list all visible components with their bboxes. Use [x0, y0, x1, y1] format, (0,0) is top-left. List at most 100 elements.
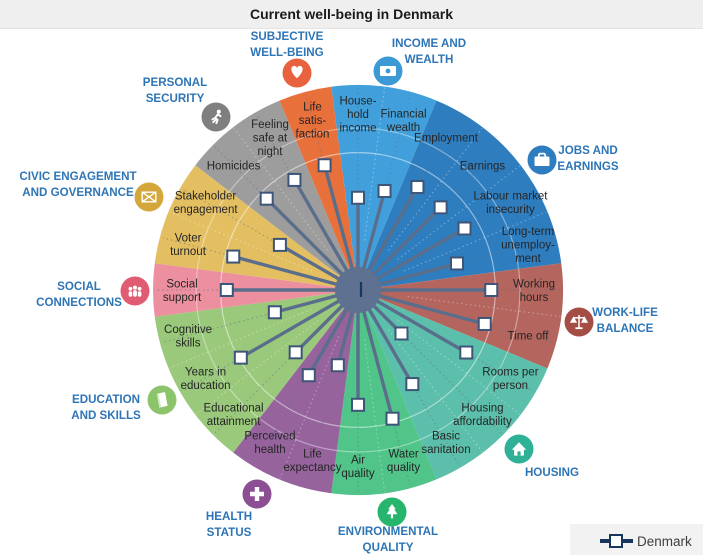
spoke-extension-cognitive-skills — [162, 311, 275, 343]
spoke-extension-long-term-unemployment — [456, 237, 554, 265]
grid-ring — [195, 127, 521, 453]
heart-icon — [282, 58, 312, 88]
slice-divider — [407, 296, 561, 318]
marker-working-hours — [484, 283, 499, 297]
slice-divider — [388, 127, 483, 251]
legend-box — [570, 524, 703, 555]
tree-icon — [377, 497, 407, 527]
cross-icon — [242, 479, 272, 509]
slice-divider — [403, 211, 547, 272]
marker-homicides — [259, 191, 274, 206]
spoke-extension-basic-sanitation — [411, 383, 460, 466]
briefcase-icon — [527, 145, 557, 175]
sector-subjective — [279, 86, 358, 290]
spoke-extension-life-satisfaction — [305, 94, 326, 166]
sector-jobs — [358, 100, 562, 290]
slice-divider — [388, 329, 483, 453]
marker-years-in-education — [233, 350, 248, 365]
indicator-label-homicides: Homicides — [207, 161, 261, 173]
marker-life-expectancy — [330, 358, 345, 373]
legend: Denmark — [570, 524, 703, 555]
marker-cognitive-skills — [267, 305, 282, 320]
spoke-extension-employment — [416, 114, 460, 188]
slice-divider — [397, 320, 521, 415]
marker-social-support — [219, 283, 234, 297]
marker-voter-turnout — [226, 249, 241, 264]
category-label-housing: HOUSING — [525, 466, 579, 479]
page-title: Current well-being in Denmark — [249, 6, 454, 22]
spoke-extension-stakeholder-engagement — [182, 188, 281, 246]
marker-time-off — [477, 316, 492, 331]
spoke-extension-earnings — [440, 146, 502, 208]
indicator-label-time-off: Time off — [508, 331, 550, 343]
scales-icon — [564, 307, 594, 337]
title-bar: Current well-being in Denmark — [0, 0, 703, 29]
spoke-extension-perceived-health — [256, 374, 310, 466]
book-icon — [147, 385, 177, 415]
spoke-extension-educational-attainment — [214, 351, 297, 434]
runner-icon — [201, 102, 231, 132]
slice-divider — [195, 320, 319, 415]
legend-marker — [609, 534, 623, 548]
marker-labour-market-insecurity — [457, 221, 472, 236]
people-icon — [120, 276, 150, 306]
indicator-label-earnings: Earnings — [460, 161, 506, 173]
sector-education — [154, 290, 358, 453]
slice-divider — [397, 165, 521, 260]
spoke-extension-voter-turnout — [162, 237, 234, 258]
marker-household-income — [351, 190, 365, 205]
marker-basic-sanitation — [405, 377, 420, 392]
slice-divider — [233, 127, 328, 251]
marker-rooms-per-person — [459, 345, 474, 360]
marker-feeling-safe-at-night — [287, 172, 302, 187]
marker-housing-affordability — [394, 326, 409, 341]
marker-financial-wealth — [377, 183, 392, 198]
spoke-extension-time-off — [484, 323, 554, 343]
marker-water-quality — [385, 411, 400, 426]
spoke-extension-feeling-safe-at-night — [256, 114, 295, 181]
marker-stakeholder-engagement — [272, 237, 287, 252]
slice-divider — [364, 87, 386, 241]
indicator-label-employment: Employment — [414, 133, 479, 145]
center-disc — [335, 267, 381, 313]
spoke-extension-homicides — [214, 146, 268, 200]
marker-air-quality — [351, 397, 365, 412]
house-icon — [504, 434, 534, 464]
spoke-extension-financial-wealth — [383, 94, 411, 192]
sector-personal — [195, 100, 358, 290]
marker-life-satisfaction — [317, 158, 332, 173]
marker-educational-attainment — [288, 345, 303, 360]
slice-divider — [169, 211, 313, 272]
ballot-icon — [134, 182, 164, 212]
